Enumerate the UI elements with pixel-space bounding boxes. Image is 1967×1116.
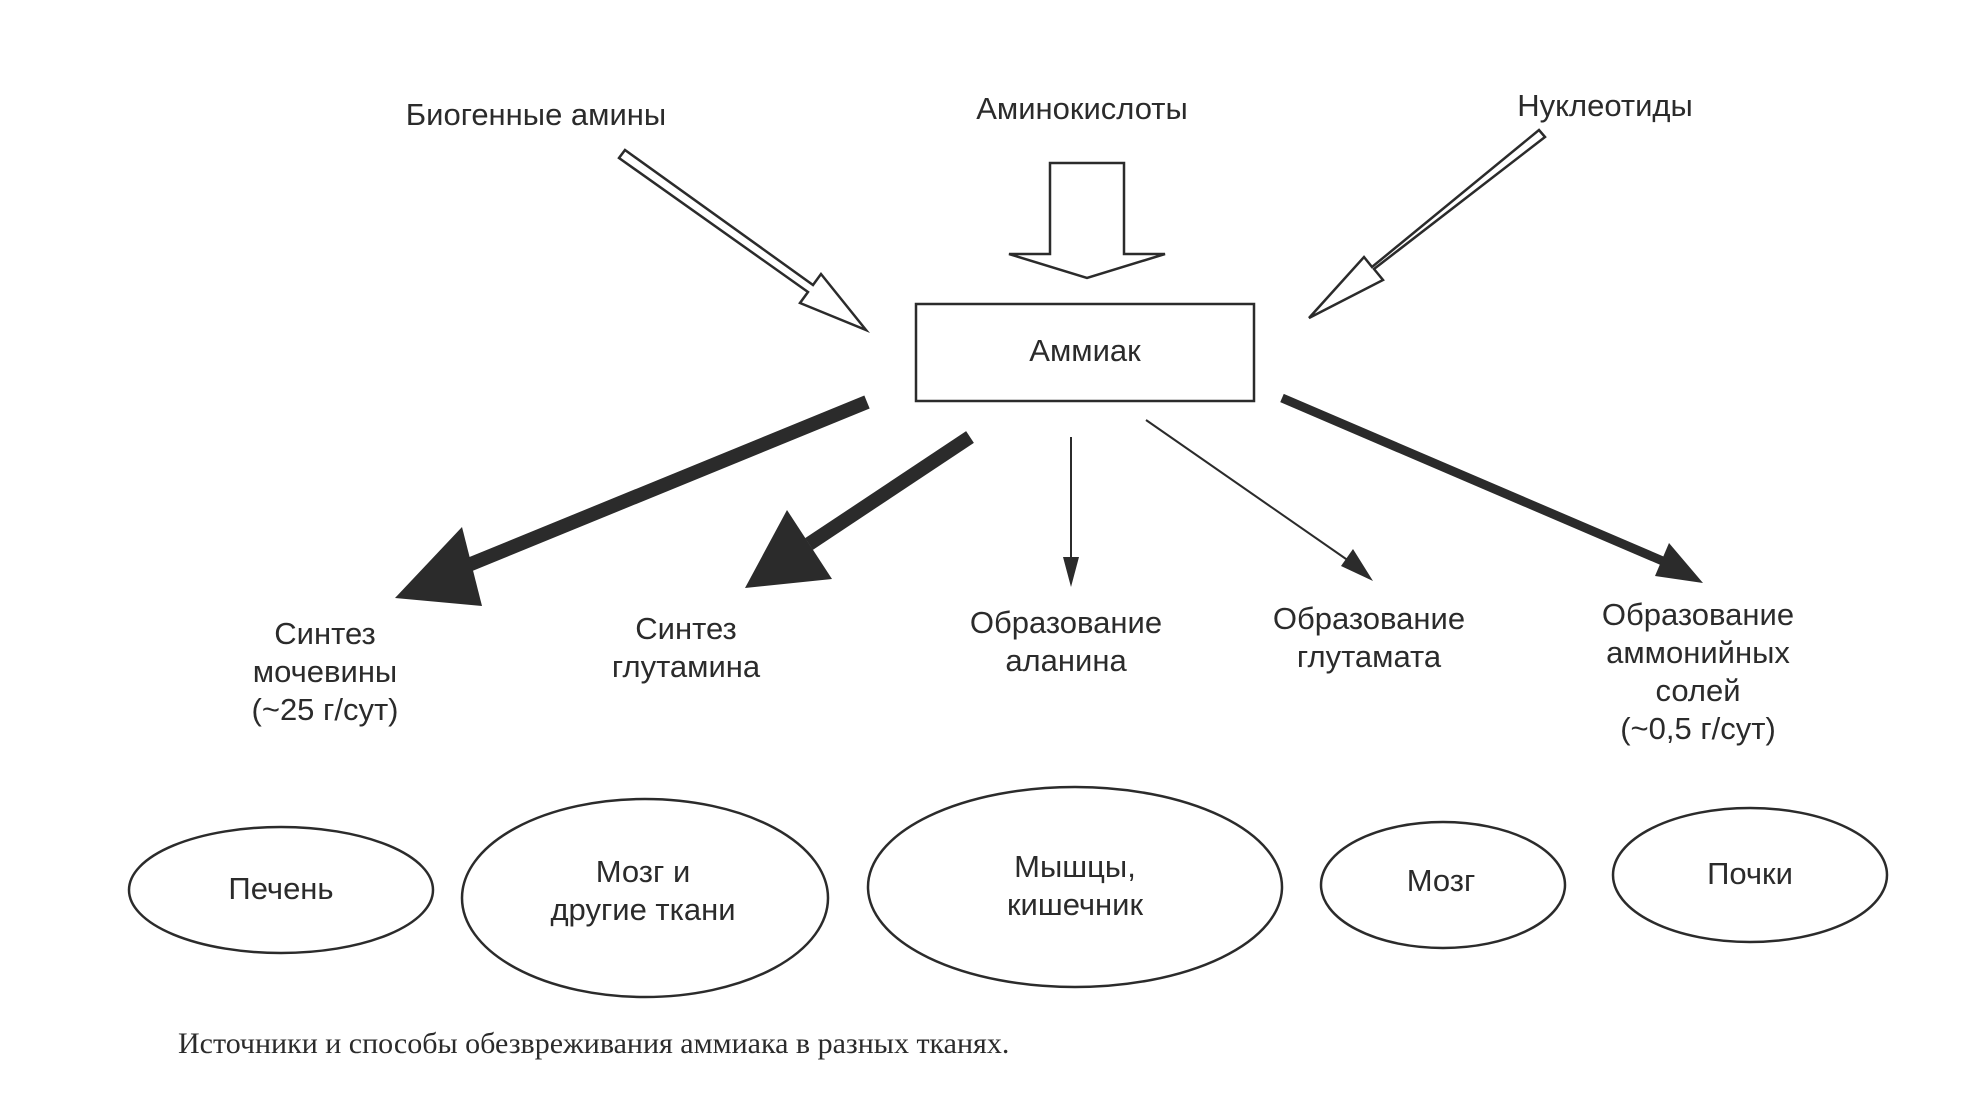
source-label-biogenic-amines: Биогенные амины bbox=[405, 97, 667, 132]
arrow-biogenic-amines bbox=[617, 148, 871, 333]
tissue-ellipse-kidneys bbox=[1611, 806, 1889, 944]
arrow-to-glutamate bbox=[1145, 419, 1360, 569]
tissue-label-liver: Печень bbox=[228, 871, 334, 906]
arrow-to-urea bbox=[463, 395, 870, 573]
tissue-label-muscle-gut: Мышцы, кишечник bbox=[1006, 849, 1144, 922]
arrowhead-ammonium bbox=[1655, 543, 1703, 583]
tissue-label-brain: Мозг bbox=[1406, 863, 1476, 898]
pathway-label-ammonium: Образование аммонийных солей (~0,5 г/сут… bbox=[1601, 597, 1795, 746]
arrowhead-glutamine bbox=[745, 510, 832, 588]
pathway-label-glutamine: Синтез глутамина bbox=[611, 611, 761, 684]
pathway-label-alanine: Образование аланина bbox=[969, 605, 1163, 678]
arrow-to-ammonium bbox=[1280, 393, 1667, 567]
tissue-ellipse-brain bbox=[1319, 820, 1567, 950]
arrow-nucleotides bbox=[1308, 128, 1547, 320]
source-label-nucleotides: Нуклеотиды bbox=[1517, 88, 1693, 123]
arrow-to-glutamine bbox=[805, 431, 974, 550]
tissue-label-brain-other: Мозг и другие ткани bbox=[550, 854, 736, 927]
arrow-amino-acids bbox=[1008, 161, 1166, 280]
arrowhead-glutamate bbox=[1341, 549, 1373, 581]
tissue-ellipse-liver bbox=[127, 825, 435, 955]
tissue-ellipse-muscle-gut bbox=[866, 785, 1284, 989]
figure-caption: Источники и способы обезвреживания аммиа… bbox=[178, 1027, 1010, 1060]
pathway-label-urea: Синтез мочевины (~25 г/сут) bbox=[251, 616, 399, 727]
ammonia-label: Аммиак bbox=[1029, 333, 1141, 368]
tissue-label-kidneys: Почки bbox=[1707, 856, 1793, 891]
ammonia-box bbox=[914, 302, 1256, 403]
arrowhead-alanine bbox=[1063, 557, 1079, 587]
tissue-ellipse-brain-other bbox=[460, 797, 830, 999]
pathway-label-glutamate: Образование глутамата bbox=[1272, 601, 1466, 674]
source-label-amino-acids: Аминокислоты bbox=[976, 91, 1188, 126]
arrowhead-urea bbox=[395, 527, 482, 606]
